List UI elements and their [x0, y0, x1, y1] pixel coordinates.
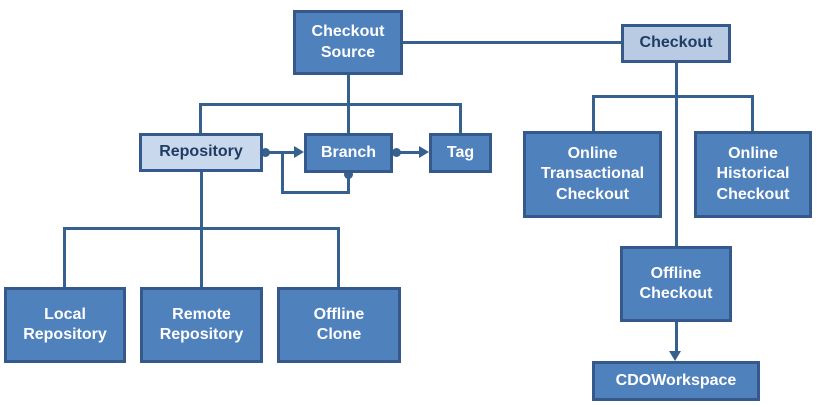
connector-repository-branch	[265, 151, 296, 154]
node-offline-checkout[interactable]: Offline Checkout	[620, 246, 732, 322]
node-online-historical-checkout-label: Online Historical Checkout	[716, 144, 790, 203]
connector-checkoutsource-stem	[347, 75, 350, 106]
connector-checkout-stem	[675, 63, 678, 97]
connector-drop-branch	[347, 103, 350, 133]
node-local-repository[interactable]: Local Repository	[4, 287, 126, 363]
connector-branch-selfloop-bottom	[281, 191, 350, 194]
connector-drop-online-transactional	[592, 95, 595, 131]
node-remote-repository[interactable]: Remote Repository	[140, 287, 263, 363]
node-offline-clone[interactable]: Offline Clone	[277, 287, 401, 363]
connector-branch-selfloop-left	[281, 151, 284, 194]
connector-checkoutsource-checkout	[403, 41, 621, 44]
connector-drop-online-historical	[751, 95, 754, 131]
node-offline-clone-label: Offline Clone	[313, 305, 365, 343]
node-branch-label: Branch	[320, 143, 377, 161]
connector-drop-local-repository	[63, 227, 66, 287]
connector-offlinecheckout-cdoworkspace	[675, 322, 678, 353]
node-cdo-workspace-label: CDOWorkspace	[615, 371, 737, 389]
node-online-transactional-checkout-label: Online Transactional Checkout	[540, 144, 645, 203]
arrowhead-into-branch	[294, 146, 304, 158]
node-checkout[interactable]: Checkout	[621, 24, 731, 63]
node-repository[interactable]: Repository	[139, 133, 263, 172]
node-cdo-workspace[interactable]: CDOWorkspace	[592, 361, 760, 401]
node-local-repository-label: Local Repository	[23, 305, 107, 343]
node-branch[interactable]: Branch	[304, 133, 393, 173]
node-checkout-label: Checkout	[639, 34, 713, 52]
node-offline-checkout-label: Offline Checkout	[639, 264, 713, 302]
connector-branch-tag	[396, 151, 421, 154]
connector-drop-offline-clone	[337, 227, 340, 287]
connector-repository-stem	[200, 172, 203, 230]
node-tag[interactable]: Tag	[429, 133, 492, 173]
arrowhead-into-tag	[419, 146, 429, 158]
connector-checkoutsource-branchbar	[199, 103, 462, 106]
node-repository-label: Repository	[159, 143, 243, 161]
node-online-historical-checkout[interactable]: Online Historical Checkout	[694, 131, 812, 218]
connector-drop-offline-checkout	[675, 95, 678, 246]
node-online-transactional-checkout[interactable]: Online Transactional Checkout	[523, 131, 662, 218]
arrowhead-into-cdoworkspace	[669, 351, 681, 361]
connector-checkout-branchbar	[592, 95, 754, 98]
connector-drop-repository	[199, 103, 202, 133]
node-checkout-source-label: Checkout Source	[311, 23, 385, 61]
node-checkout-source[interactable]: Checkout Source	[293, 10, 403, 75]
dot-branch-selfloop	[344, 170, 353, 179]
connector-drop-tag	[459, 103, 462, 133]
connector-branch-selfloop-right	[347, 173, 350, 194]
connector-drop-remote-repository	[200, 227, 203, 287]
node-tag-label: Tag	[446, 143, 475, 161]
node-remote-repository-label: Remote Repository	[159, 305, 244, 343]
